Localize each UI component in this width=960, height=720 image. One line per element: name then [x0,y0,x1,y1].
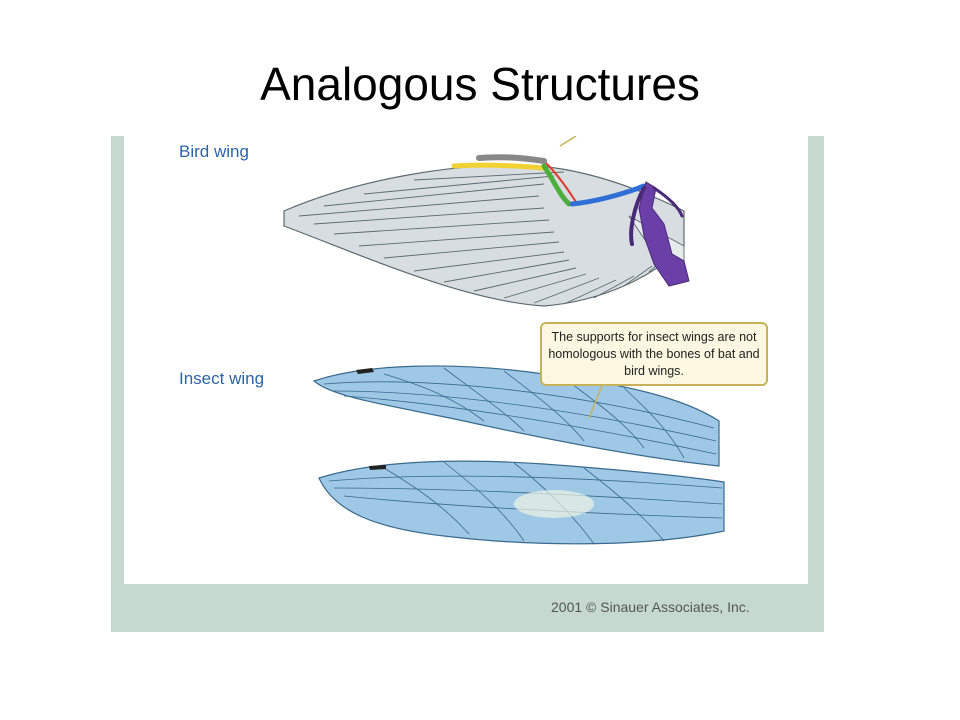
figure-panel: Bird wing Insect wing The supports for i… [124,136,808,584]
callout-text: The supports for insect wings are not ho… [548,330,760,378]
insect-lower-wing [318,460,725,545]
insect-upper-wing [312,365,720,467]
insect-wing-label: Insect wing [179,369,265,388]
wing-illustration [283,136,725,545]
figure-frame: Bird wing Insect wing The supports for i… [111,136,824,632]
bird-wing-bones [451,136,690,287]
copyright-text: 2001 © Sinauer Associates, Inc. [551,599,750,615]
callout-pointer [588,385,603,419]
slide-title: Analogous Structures [260,58,700,110]
bird-wing-label: Bird wing [179,142,249,161]
bird-wing-feathers [283,164,685,307]
callout-box: The supports for insect wings are not ho… [540,322,768,386]
